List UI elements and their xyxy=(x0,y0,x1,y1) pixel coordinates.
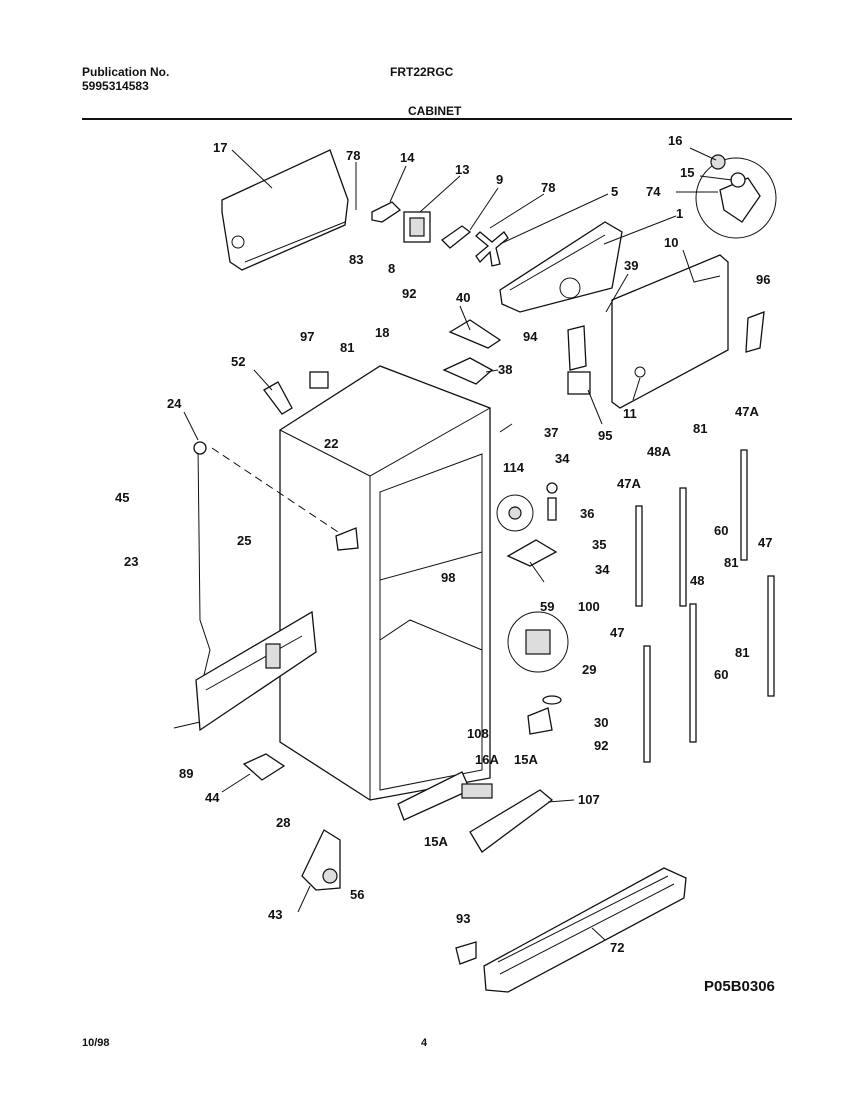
part-label: 107 xyxy=(578,792,600,807)
publication-number: 5995314583 xyxy=(82,79,149,93)
part-drawings xyxy=(193,149,777,993)
part-label: 15A xyxy=(514,752,538,767)
part-label: 60 xyxy=(714,667,728,682)
part-label: 10 xyxy=(664,235,678,250)
part-label: 92 xyxy=(402,286,416,301)
part-10-rear-plate-drawing xyxy=(611,254,729,409)
part-label: 39 xyxy=(624,258,638,273)
part-label: 81 xyxy=(724,555,738,570)
part-label: 48 xyxy=(690,573,704,588)
part-label: 25 xyxy=(237,533,251,548)
part-label: 9 xyxy=(496,172,503,187)
part-label: 14 xyxy=(400,150,415,165)
part-label: 81 xyxy=(340,340,354,355)
part-label: 24 xyxy=(167,396,182,411)
part-label: 60 xyxy=(714,523,728,538)
part-label: 92 xyxy=(594,738,608,753)
part-label: 35 xyxy=(592,537,606,552)
part-label: 34 xyxy=(555,451,570,466)
part-label: 114 xyxy=(503,460,525,475)
part-label: 16 xyxy=(668,133,682,148)
part-label: 48A xyxy=(647,444,671,459)
part-label: 13 xyxy=(455,162,469,177)
part-label: 96 xyxy=(756,272,770,287)
part-label: 22 xyxy=(324,436,338,451)
part-label: 16A xyxy=(475,752,499,767)
part-label: 47 xyxy=(758,535,772,550)
part-label: 59 xyxy=(540,599,554,614)
part-label: 78 xyxy=(346,148,360,163)
part-label: 34 xyxy=(595,562,610,577)
part-1-evaporator-cover-drawing xyxy=(499,221,623,313)
part-label: 52 xyxy=(231,354,245,369)
section-title: CABINET xyxy=(408,104,462,118)
part-label: 40 xyxy=(456,290,470,305)
part-label: 1 xyxy=(676,206,683,221)
page-number: 4 xyxy=(421,1037,428,1049)
part-label: 83 xyxy=(349,252,363,267)
part-label: 45 xyxy=(115,490,129,505)
part-label: 37 xyxy=(544,425,558,440)
leader-lines xyxy=(173,147,733,941)
part-fan-blade-drawing xyxy=(475,231,509,267)
part-label: 11 xyxy=(623,406,637,421)
part-89-grille-drawing xyxy=(195,610,317,732)
part-label: 81 xyxy=(735,645,749,660)
model-number: FRT22RGC xyxy=(390,65,454,79)
drawing-code: P05B0306 xyxy=(704,978,775,995)
part-label: 94 xyxy=(523,329,538,344)
part-label: 18 xyxy=(375,325,389,340)
part-label: 17 xyxy=(213,140,227,155)
part-label: 56 xyxy=(350,887,364,902)
part-label: 15 xyxy=(680,165,694,180)
part-label: 43 xyxy=(268,907,282,922)
part-label: 95 xyxy=(598,428,612,443)
footer-date: 10/98 xyxy=(82,1037,110,1049)
part-label: 78 xyxy=(541,180,555,195)
part-label: 36 xyxy=(580,506,594,521)
publication-label: Publication No. xyxy=(82,65,170,79)
part-label: 98 xyxy=(441,570,455,585)
part-17-panel-drawing xyxy=(221,149,349,271)
part-label: 74 xyxy=(646,184,661,199)
part-label: 5 xyxy=(611,184,618,199)
part-label: 44 xyxy=(205,790,220,805)
part-label: 47A xyxy=(735,404,759,419)
part-label: 29 xyxy=(582,662,596,677)
part-label: 89 xyxy=(179,766,193,781)
part-label: 97 xyxy=(300,329,314,344)
header-rule xyxy=(82,118,792,120)
part-label: 47A xyxy=(617,476,641,491)
part-label: 30 xyxy=(594,715,608,730)
part-label: 38 xyxy=(498,362,512,377)
part-label: 47 xyxy=(610,625,624,640)
part-label: 72 xyxy=(610,940,624,955)
part-label: 93 xyxy=(456,911,470,926)
part-47A-strip-drawing xyxy=(740,449,748,561)
part-label: 23 xyxy=(124,554,138,569)
part-label: 108 xyxy=(467,726,489,741)
part-label: 100 xyxy=(578,599,600,614)
part-label: 28 xyxy=(276,815,290,830)
part-label: 8 xyxy=(388,261,395,276)
part-107-cover-drawing xyxy=(469,789,554,853)
part-label: 81 xyxy=(693,421,707,436)
part-label: 15A xyxy=(424,834,448,849)
part-cabinet-shell-drawing xyxy=(279,365,491,801)
